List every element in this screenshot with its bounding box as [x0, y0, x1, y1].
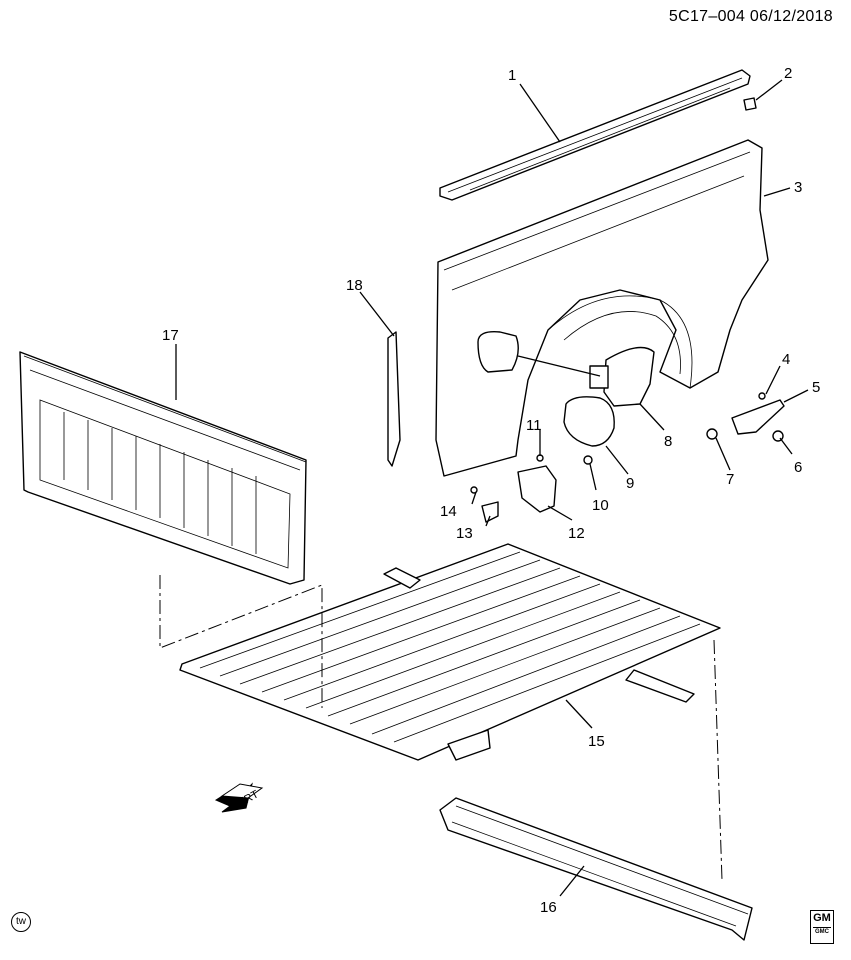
part-fuel-pocket	[589, 346, 655, 407]
callout-7: 7	[726, 471, 734, 488]
callout-10: 10	[592, 497, 609, 514]
part-bed-floor	[179, 543, 721, 761]
callout-8: 8	[664, 433, 672, 450]
logo-sub: GMC	[813, 927, 831, 935]
leader-lines	[175, 79, 809, 897]
callout-5: 5	[812, 379, 820, 396]
part-weatherstrip	[387, 331, 401, 467]
callout-15: 15	[588, 733, 605, 750]
part-fuel-door	[563, 396, 615, 447]
callout-1: 1	[508, 67, 516, 84]
callout-6: 6	[794, 459, 802, 476]
callout-17: 17	[162, 327, 179, 344]
callout-9: 9	[626, 475, 634, 492]
part-clip-4	[758, 392, 766, 400]
part-splash-guard	[517, 465, 557, 513]
part-bolt	[743, 97, 757, 111]
part-front-panel	[19, 351, 307, 585]
callout-16: 16	[540, 899, 557, 916]
callout-3: 3	[794, 179, 802, 196]
part-clip-14	[470, 486, 478, 494]
part-rear-bracket	[731, 399, 785, 435]
watermark-tw-icon: tw	[11, 912, 31, 932]
callout-12: 12	[568, 525, 585, 542]
callout-labels: 1 2 3 4 5 6 7 8 9 10 11 12 13 14 15 16 1…	[162, 65, 820, 916]
callout-14: 14	[440, 503, 457, 520]
part-crossmember	[439, 797, 753, 941]
part-bed-side-panel	[435, 139, 769, 477]
part-cap-13	[481, 501, 499, 523]
alignment-lines	[159, 575, 723, 881]
logo-brand: GM	[813, 912, 831, 924]
callout-2: 2	[784, 65, 792, 82]
callout-13: 13	[456, 525, 473, 542]
gm-logo: GM GMC	[810, 910, 834, 944]
part-nut-10	[583, 455, 593, 465]
callout-11: 11	[526, 417, 542, 434]
part-clip-7	[706, 428, 718, 440]
part-top-rail	[439, 69, 751, 201]
front-direction-arrow: FRT	[214, 782, 264, 813]
callout-4: 4	[782, 351, 790, 368]
callout-18: 18	[346, 277, 363, 294]
diagram-code-date: 5C17–004 06/12/2018	[668, 8, 833, 25]
